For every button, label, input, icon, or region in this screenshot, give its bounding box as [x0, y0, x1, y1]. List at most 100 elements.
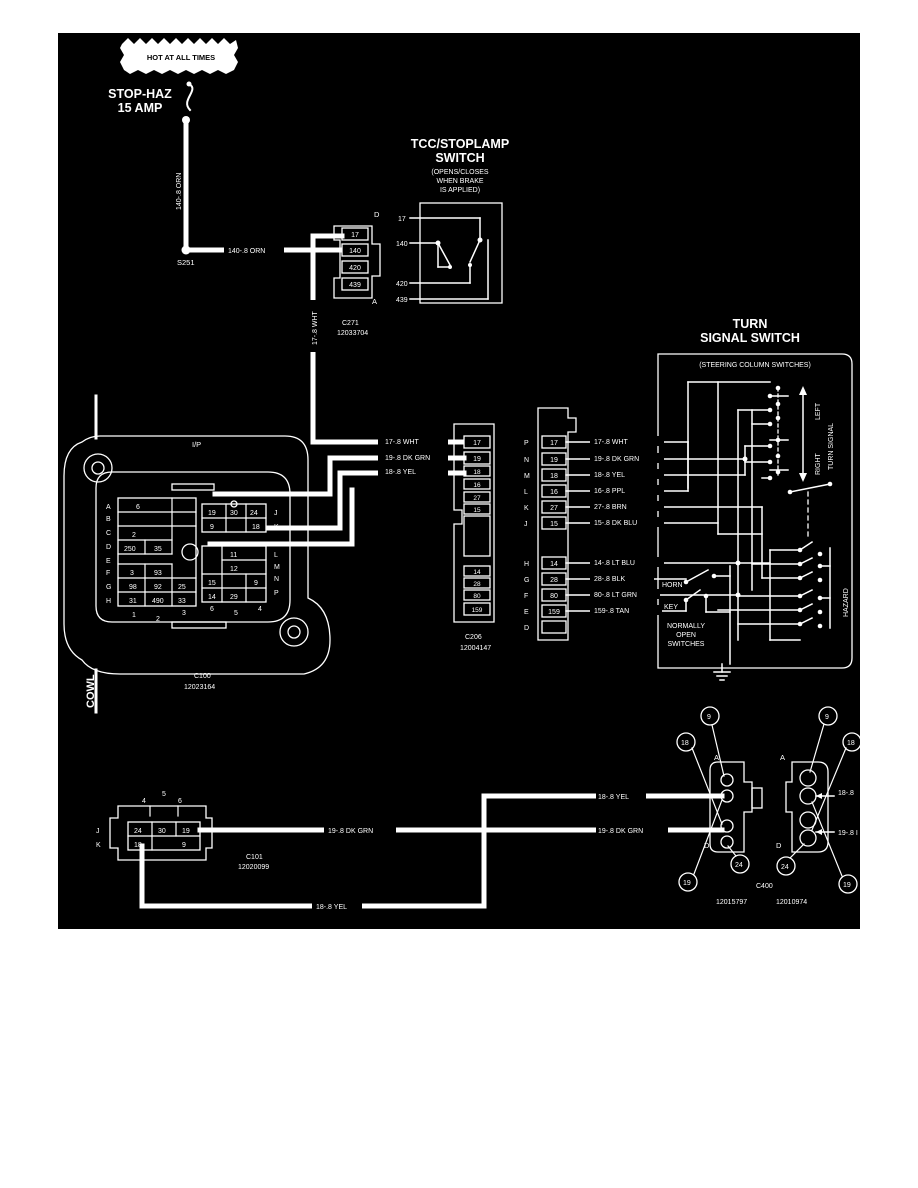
c400-letter-d-right: D	[776, 841, 782, 850]
col-letter-f: F	[524, 593, 528, 600]
c400-right-wire-1: 18-.8	[838, 790, 854, 797]
c101-cell-18: 18	[134, 842, 142, 849]
c400-right-wire-2: 19-.8 I	[838, 830, 858, 837]
hazard-contacts	[717, 540, 831, 641]
horn-key-switch-contacts	[683, 565, 731, 665]
c206-pin-159: 159	[472, 607, 483, 614]
c400-name: C400	[756, 883, 773, 890]
c101-cell-24: 24	[134, 828, 142, 835]
tcc-switch-note-2: WHEN BRAKE	[436, 178, 483, 185]
c100-name: C100	[194, 673, 211, 680]
c100-cell-2: 2	[132, 532, 136, 539]
c206-pin-19: 19	[473, 456, 481, 463]
ground-symbol	[713, 663, 731, 681]
c101-name: C101	[246, 854, 263, 861]
c400-callout-24: 24	[735, 862, 743, 869]
c206-pin-15: 15	[473, 507, 481, 514]
c100-row-f: F	[106, 570, 110, 577]
tcc-terminal-17: 17	[398, 216, 406, 223]
c100-cell-j24: 24	[250, 510, 258, 517]
c271-letter-d: D	[374, 210, 380, 219]
c100-cell-k9: 9	[210, 524, 214, 531]
wiring-diagram-background	[58, 33, 860, 929]
c100-cell-93: 93	[154, 570, 162, 577]
col-pin-16: 16	[550, 489, 558, 496]
col-letter-h: H	[524, 561, 529, 568]
c100-cell-490: 490	[152, 598, 164, 605]
normally-open-label-1: NORMALLY	[667, 623, 705, 630]
tcc-terminal-439: 439	[396, 297, 408, 304]
key-label: KEY	[664, 604, 678, 611]
c100-part-number: 12023164	[184, 684, 215, 691]
c100-cell-31: 31	[129, 598, 137, 605]
splice-s251-label: S251	[177, 258, 195, 267]
wire-c100-17-label: 17-.8 WHT	[385, 439, 420, 446]
c400-callout-9: 9	[707, 714, 711, 721]
c100-bottom-key	[171, 621, 227, 629]
col-pin-17: 17	[550, 440, 558, 447]
c101-cell-19: 19	[182, 828, 190, 835]
c271-pin-140	[341, 243, 369, 257]
c400-part-right: 12010974	[776, 899, 807, 906]
normally-open-label-3: SWITCHES	[668, 641, 705, 648]
col-pin-14: 14	[550, 561, 558, 568]
tcc-switch-title: TCC/STOPLAMP	[411, 137, 509, 151]
tcc-switch-box	[419, 202, 503, 304]
turn-direction-arrow	[799, 386, 807, 482]
c400-callout-18: 18	[681, 740, 689, 747]
turn-switch-title: TURN	[733, 317, 768, 331]
c271-shell	[333, 225, 381, 299]
tcc-terminal-140: 140	[396, 241, 408, 248]
c206-name: C206	[465, 634, 482, 641]
c271-pin-439	[341, 277, 369, 291]
c100-col-3: 3	[182, 610, 186, 617]
wire-bottom-dkgrn-label-2: 19-.8 DK GRN	[598, 828, 643, 835]
wire-bottom-yel-label: 18-.8 YEL	[598, 794, 629, 801]
c400-callout-19: 19	[683, 880, 691, 887]
wire-fuse-vertical-label: 140-.8 ORN	[176, 173, 183, 210]
c100-col-5: 5	[234, 610, 238, 617]
c100-cell-p29: 29	[230, 594, 238, 601]
c100-col-1: 1	[132, 612, 136, 619]
c100-cell-98: 98	[129, 584, 137, 591]
c100-bolt-bottomright	[279, 617, 309, 647]
tcc-terminal-420: 420	[396, 281, 408, 288]
c271-pin-140-label: 140	[349, 248, 361, 255]
wire-bottom-dkgrn-label: 19-.8 DK GRN	[328, 828, 373, 835]
c101-label-6: 6	[178, 798, 182, 805]
c100-cell-n15: 15	[208, 580, 216, 587]
col-letter-e: E	[524, 609, 529, 616]
c206-pin-27: 27	[473, 495, 481, 502]
col-wire-17-label: 17-.8 WHT	[594, 439, 629, 446]
c100-row-l: L	[274, 552, 278, 559]
c400-callout-9-right: 9	[825, 714, 829, 721]
c271-part-number: 12033704	[337, 330, 368, 337]
c101-part-number: 12020099	[238, 864, 269, 871]
c100-col-4: 4	[258, 606, 262, 613]
c100-ip-label: I/P	[192, 440, 201, 449]
c100-row-k: K	[274, 524, 279, 531]
turn-signal-label: TURN SIGNAL	[828, 423, 835, 470]
wire-c100-19-label: 19-.8 DK GRN	[385, 455, 430, 462]
c400-callout-18-right: 18	[847, 740, 855, 747]
c206-pin-80: 80	[473, 593, 481, 600]
col-letter-l: L	[524, 489, 528, 496]
c100-row-g: G	[106, 584, 111, 591]
column-connector-pins	[541, 435, 567, 634]
c206-pin-18: 18	[473, 469, 481, 476]
horn-label: HORN	[662, 582, 683, 589]
c100-top-key	[171, 483, 215, 491]
c100-cell-3: 3	[130, 570, 134, 577]
c101-cell-9: 9	[182, 842, 186, 849]
c100-row-n: N	[274, 576, 279, 583]
col-wire-16-label: 16-.8 PPL	[594, 488, 625, 495]
fuse-amp-label: 15 AMP	[118, 101, 163, 115]
tcc-switch-contacts	[409, 217, 489, 300]
c100-cell-6: 6	[136, 504, 140, 511]
col-letter-p: P	[524, 440, 529, 447]
c271-pin-420-label: 420	[349, 265, 361, 272]
col-letter-k: K	[524, 505, 529, 512]
hot-at-all-times-label: HOT AT ALL TIMES	[147, 53, 215, 62]
c100-outer-flange	[63, 435, 331, 675]
col-pin-80: 80	[550, 593, 558, 600]
